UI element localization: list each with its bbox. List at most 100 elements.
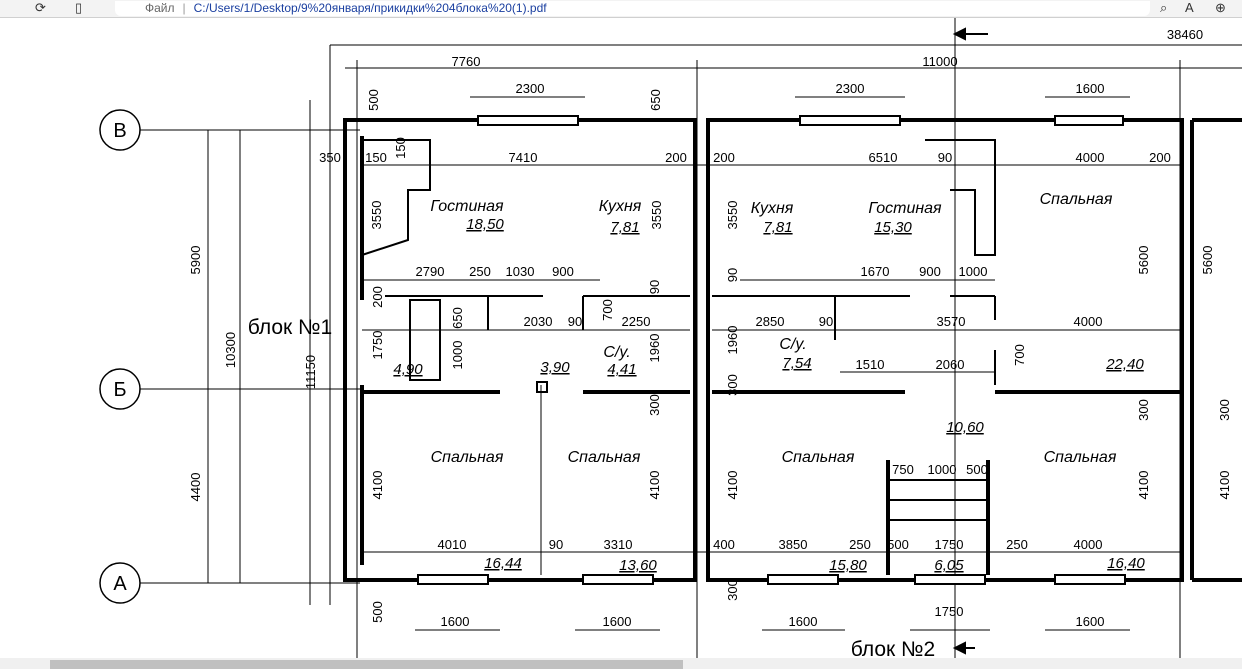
room-name: Спальная (782, 449, 855, 466)
dim: 300 (725, 374, 740, 396)
dim: 300 (647, 394, 662, 416)
room-area: 4,90 (393, 361, 423, 378)
room-name: Спальная (568, 449, 641, 466)
dim: 4000 (1076, 150, 1105, 165)
dim: 400 (713, 537, 735, 552)
reading-icon[interactable]: ▯ (75, 0, 83, 15)
dim: 250 (1006, 537, 1028, 552)
room-area: 3,90 (540, 359, 570, 376)
room-area: 6,05 (934, 557, 964, 574)
address-text: C:/Users/1/Desktop/9%20января/прикидки%2… (193, 1, 547, 15)
dim: 1600 (441, 614, 470, 629)
dim: 150 (365, 150, 387, 165)
room-name: Гостиная (430, 198, 504, 215)
dim: 4010 (438, 537, 467, 552)
dim: 650 (450, 307, 465, 329)
dim: 700 (1012, 344, 1027, 366)
dim: 1600 (789, 614, 818, 629)
dim: 4100 (647, 471, 662, 500)
refresh-icon[interactable]: ⟳ (35, 0, 46, 15)
dim: 6510 (869, 150, 898, 165)
dim: 150 (393, 137, 408, 159)
dim: 500 (887, 537, 909, 552)
dim: 300 (1217, 399, 1232, 421)
dim: 200 (665, 150, 687, 165)
room-name: С/у. (603, 344, 630, 361)
room-name: Кухня (599, 198, 642, 215)
axis-markers: В Б А (99, 109, 141, 604)
dim: 2250 (622, 314, 651, 329)
dim: 3550 (369, 201, 384, 230)
dim: 500 (966, 462, 988, 477)
dim: 90 (938, 150, 952, 165)
dim: 5600 (1136, 246, 1151, 275)
address-bar[interactable]: Файл|C:/Users/1/Desktop/9%20января/прики… (115, 1, 1150, 16)
room-area: 15,30 (874, 219, 912, 236)
dim: 200 (713, 150, 735, 165)
partitions (361, 139, 996, 521)
dim: 500 (370, 601, 385, 623)
block-2-label: блок №2 (851, 638, 935, 658)
dim: 11150 (303, 355, 318, 389)
floor-plan-drawing: В Б А 7760 11000 38460 2300 2300 1600 50… (99, 15, 1242, 658)
dim: 2850 (756, 314, 785, 329)
dim: 1960 (725, 326, 740, 355)
dim: 700 (600, 299, 615, 321)
windows (417, 115, 1126, 585)
dim: 4000 (1074, 537, 1103, 552)
dim: 90 (568, 314, 582, 329)
dim: 200 (1149, 150, 1171, 165)
dim: 5600 (1200, 246, 1215, 275)
dim: 7760 (452, 54, 481, 69)
room-name: Спальная (1040, 191, 1113, 208)
dim: 10300 (223, 332, 238, 368)
dim: 2030 (524, 314, 553, 329)
section-arrows (952, 27, 988, 655)
dim: 90 (725, 268, 740, 282)
dim: 1030 (506, 264, 535, 279)
browser-toolbar: ⟳ ▯ Файл|C:/Users/1/Desktop/9%20января/п… (0, 0, 1242, 18)
scrollbar-thumb[interactable] (50, 660, 683, 669)
dim: 4100 (1136, 471, 1151, 500)
dim: 3850 (779, 537, 808, 552)
dim: 1750 (935, 604, 964, 619)
room-name: Гостиная (868, 200, 942, 217)
room-area: 15,80 (829, 557, 867, 574)
dim: 500 (366, 89, 381, 111)
dim: 2060 (936, 357, 965, 372)
room-area: 13,60 (619, 557, 657, 574)
dim: 4100 (370, 471, 385, 500)
dim: 300 (725, 579, 740, 601)
dim: 2790 (416, 264, 445, 279)
room-area: 16,44 (484, 555, 522, 572)
add-icon[interactable]: ⊕ (1215, 0, 1226, 15)
dim: 750 (892, 462, 914, 477)
axis-b: Б (113, 379, 126, 401)
horizontal-scrollbar[interactable] (0, 658, 1242, 669)
search-icon[interactable]: ⌕ (1160, 0, 1168, 15)
dim: 4100 (725, 471, 740, 500)
dim: 4000 (1074, 314, 1103, 329)
dim: 350 (319, 150, 341, 165)
dim: 5900 (188, 246, 203, 275)
dim: 1000 (959, 264, 988, 279)
dimension-labels: 7760 11000 38460 2300 2300 1600 500 650 … (188, 27, 1232, 629)
room-area: 7,54 (782, 355, 811, 372)
dim: 250 (849, 537, 871, 552)
dim: 200 (370, 286, 385, 308)
room-area: 16,40 (1107, 555, 1145, 572)
dim: 900 (552, 264, 574, 279)
room-area: 18,50 (466, 216, 504, 233)
dim: 1510 (856, 357, 885, 372)
dim: 3570 (937, 314, 966, 329)
room-area: 10,60 (946, 419, 984, 436)
dim: 2300 (836, 81, 865, 96)
dim: 900 (919, 264, 941, 279)
dim: 250 (469, 264, 491, 279)
room-name: Спальная (1044, 449, 1117, 466)
axis-v: В (113, 120, 126, 142)
read-aloud-icon[interactable]: A (1185, 0, 1194, 15)
block-1-label: блок №1 (248, 316, 332, 339)
dim: 1000 (450, 341, 465, 370)
dim: 4100 (1217, 471, 1232, 500)
